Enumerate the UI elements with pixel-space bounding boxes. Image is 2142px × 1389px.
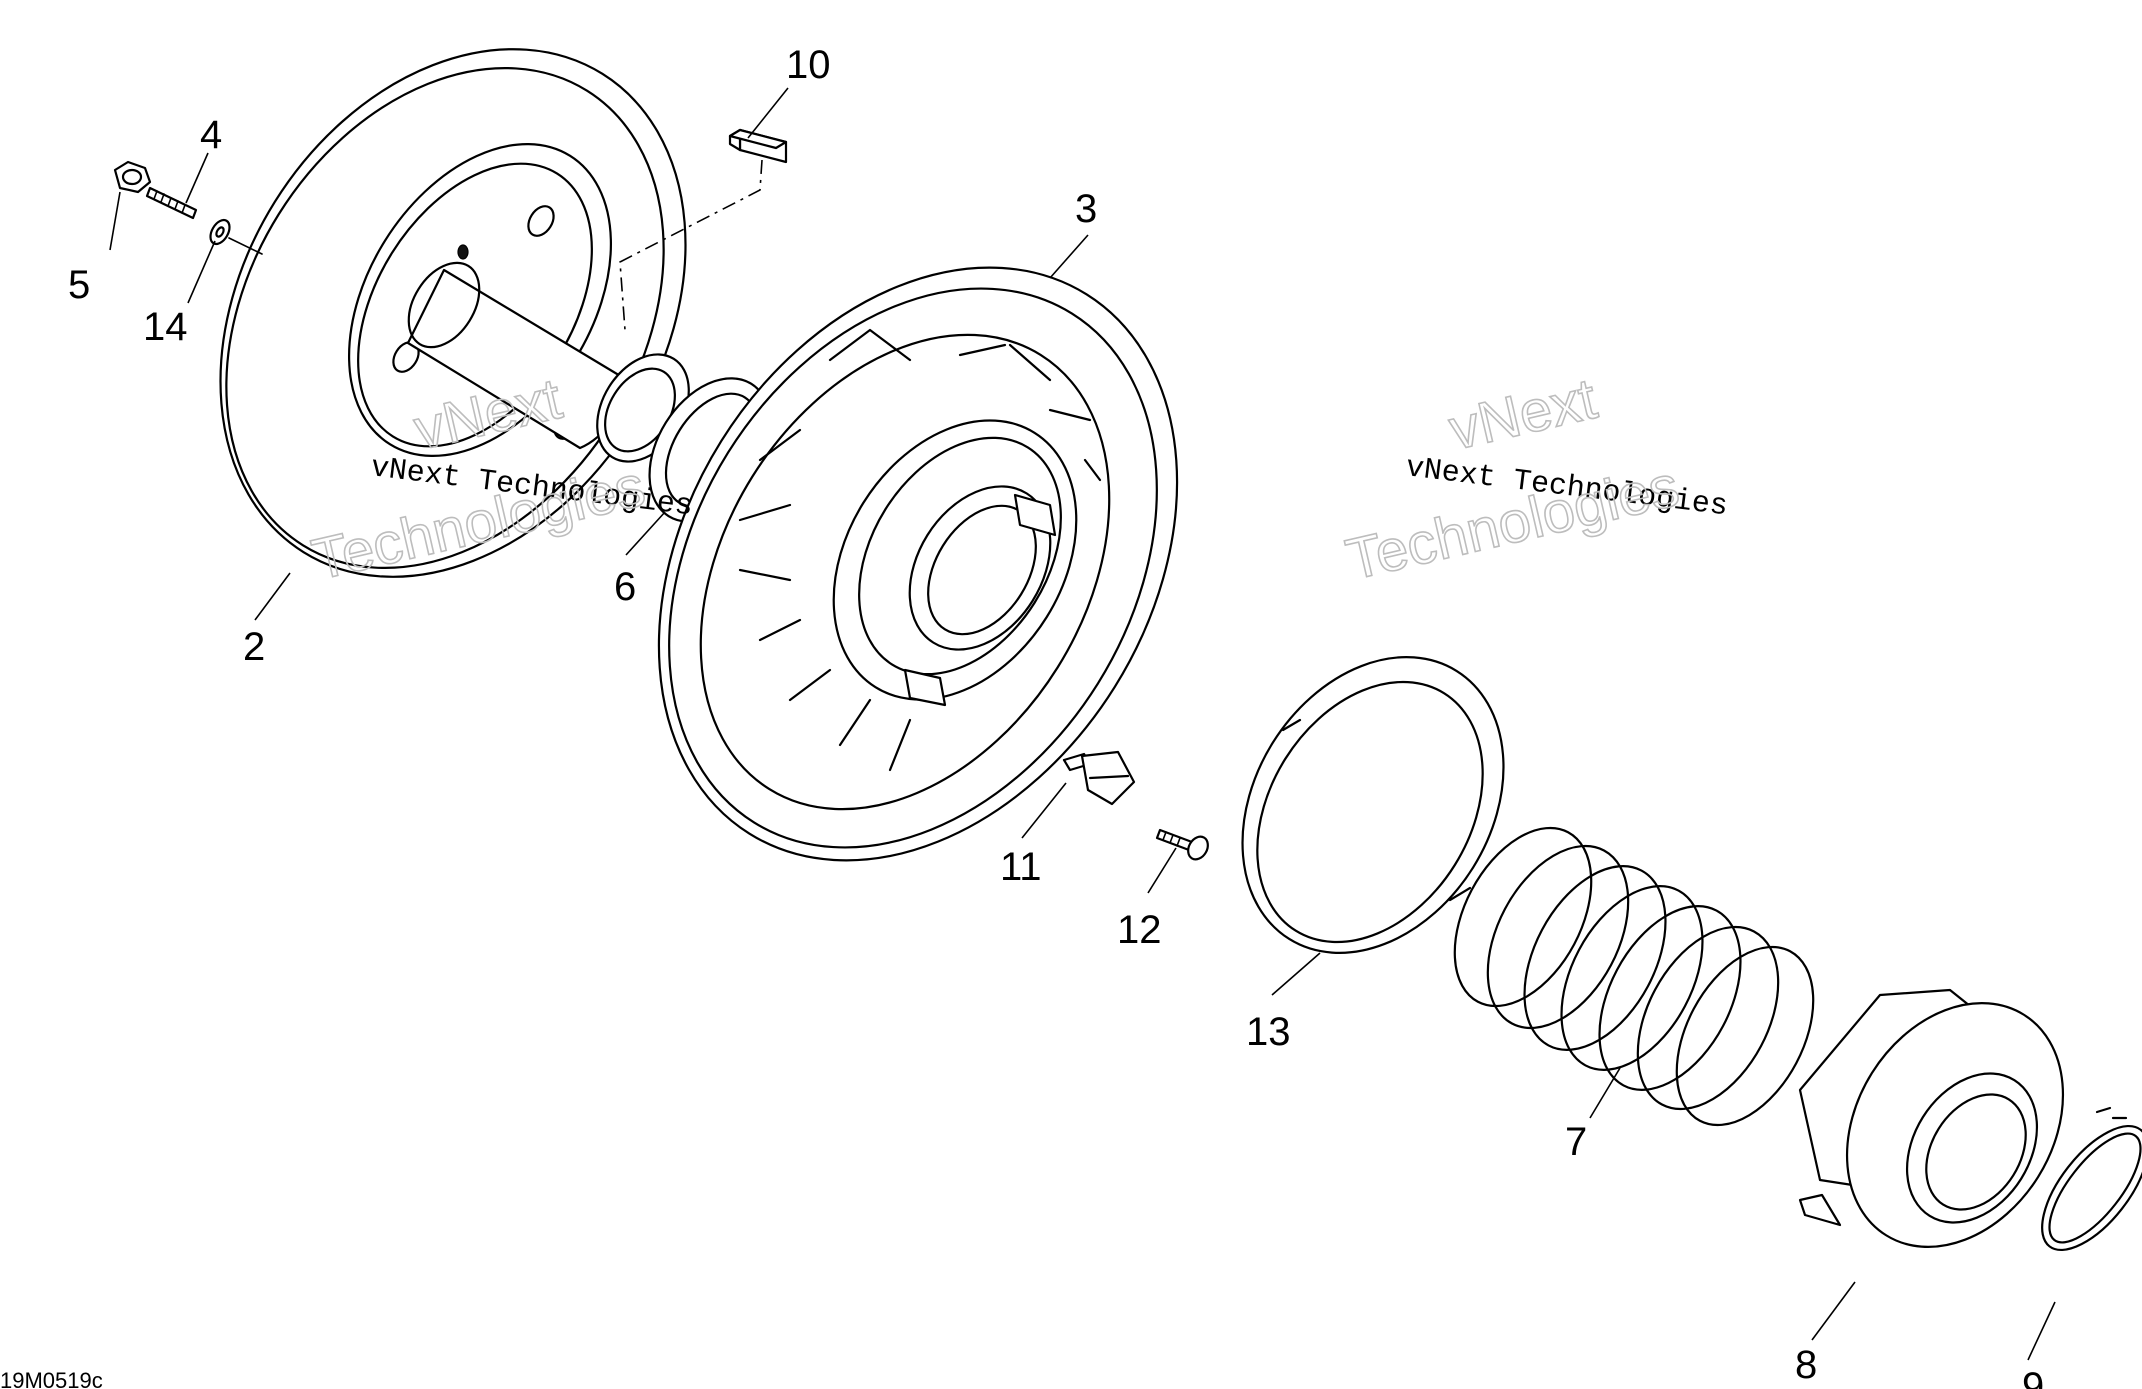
callout-6: 6 <box>614 565 636 609</box>
leader-lines <box>109 87 2056 1361</box>
part-13-ring <box>1241 656 1505 954</box>
callout-13: 13 <box>1246 1010 1291 1054</box>
callout-8: 8 <box>1795 1343 1817 1387</box>
callout-4: 4 <box>200 113 222 157</box>
part-7-spring <box>1453 826 1815 1127</box>
callout-14: 14 <box>143 305 188 349</box>
part-12-screw <box>1155 828 1209 861</box>
callout-12: 12 <box>1117 908 1162 952</box>
watermark-right: vNext Technologies vNext Technologies <box>1340 365 1730 593</box>
part-11-slider-shoe <box>1062 750 1136 806</box>
part-4-stud <box>145 186 198 220</box>
part-5-nut <box>113 160 152 194</box>
callout-7: 7 <box>1565 1120 1587 1164</box>
callout-11: 11 <box>1000 845 1042 889</box>
callout-5: 5 <box>68 263 90 307</box>
callout-2: 2 <box>243 625 265 669</box>
callout-3: 3 <box>1075 187 1097 231</box>
part-10-key <box>619 128 788 331</box>
part-8-cam <box>1798 988 2065 1248</box>
callout-9: 9 <box>2022 1365 2044 1389</box>
part-9-circlip <box>2041 1106 2142 1252</box>
callouts: 10 4 5 14 3 6 2 11 12 13 7 8 9 <box>68 43 2044 1389</box>
part-14-washer <box>209 218 263 255</box>
part-2-fixed-sheave <box>219 48 690 578</box>
callout-10: 10 <box>786 43 831 87</box>
watermark-outline-line1: vNext <box>1443 366 1602 463</box>
figure-id: 19M0519c <box>0 1368 103 1389</box>
part-3-sliding-sheave <box>657 266 1179 862</box>
